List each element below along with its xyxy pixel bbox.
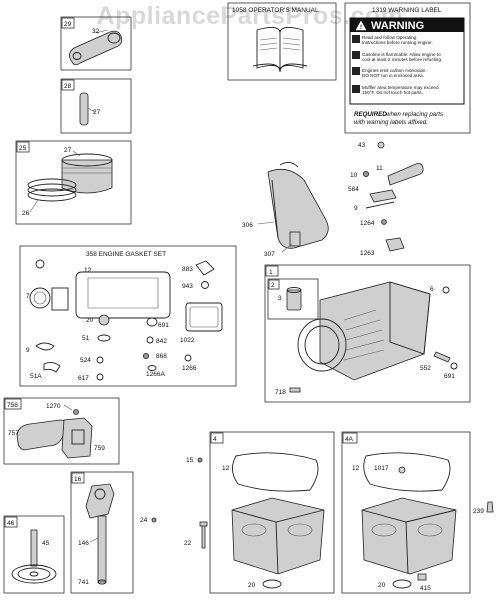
- part-box-1-cylinder-block[interactable]: 1 2 3 6 552 691 718: [264, 264, 471, 403]
- svg-text:883: 883: [182, 266, 193, 273]
- svg-text:43: 43: [358, 142, 366, 149]
- svg-text:4: 4: [213, 436, 217, 443]
- svg-text:1319 WARNING LABEL: 1319 WARNING LABEL: [372, 7, 442, 14]
- svg-text:691: 691: [444, 373, 455, 380]
- part-box-758-breather[interactable]: 758 1270 757 759: [3, 397, 120, 465]
- svg-text:!: !: [360, 25, 362, 31]
- svg-text:6: 6: [430, 286, 434, 293]
- svg-text:2: 2: [271, 282, 275, 289]
- part-15[interactable]: 15: [186, 457, 203, 464]
- svg-text:584: 584: [348, 186, 359, 193]
- svg-text:1264: 1264: [360, 220, 375, 227]
- svg-text:524: 524: [80, 357, 91, 364]
- svg-text:27: 27: [93, 109, 101, 116]
- svg-text:32: 32: [92, 28, 100, 35]
- svg-text:1266A: 1266A: [146, 371, 165, 378]
- svg-text:1022: 1022: [180, 337, 195, 344]
- svg-text:4A: 4A: [345, 436, 354, 443]
- svg-text:757: 757: [8, 430, 19, 437]
- svg-text:552: 552: [420, 365, 431, 372]
- svg-text:26: 26: [22, 210, 30, 217]
- svg-text:1263: 1263: [360, 250, 375, 257]
- operators-manual-box[interactable]: 1058 OPERATOR'S MANUAL: [227, 2, 337, 81]
- svg-text:9: 9: [26, 347, 30, 354]
- part-239[interactable]: 239: [473, 501, 494, 515]
- svg-text:25: 25: [19, 145, 27, 152]
- svg-text:150°F. Do not touch hot parts.: 150°F. Do not touch hot parts.: [362, 90, 423, 95]
- svg-text:Gasoline is flammable. Allow e: Gasoline is flammable. Allow engine to: [362, 52, 441, 57]
- svg-text:7: 7: [26, 293, 30, 300]
- svg-text:15: 15: [186, 457, 194, 464]
- svg-text:DO NOT run in enclosed area.: DO NOT run in enclosed area.: [362, 73, 424, 78]
- svg-text:24: 24: [140, 517, 148, 524]
- svg-text:415: 415: [420, 585, 431, 592]
- svg-text:with warning labels affixed.: with warning labels affixed.: [354, 119, 428, 126]
- svg-text:9: 9: [354, 205, 358, 212]
- svg-text:691: 691: [158, 322, 169, 329]
- svg-text:51A: 51A: [30, 373, 42, 380]
- svg-text:29: 29: [64, 21, 72, 28]
- svg-text:20: 20: [378, 582, 386, 589]
- warning-label-box[interactable]: 1319 WARNING LABEL ! WARNING Read and fo…: [344, 2, 471, 134]
- svg-text:239: 239: [473, 508, 484, 515]
- svg-text:Engines emit carbon monoxide.: Engines emit carbon monoxide.: [362, 68, 426, 73]
- svg-text:REQUIRED: REQUIRED: [354, 111, 387, 118]
- svg-text:943: 943: [182, 283, 193, 290]
- svg-text:20: 20: [86, 317, 94, 324]
- part-box-28[interactable]: 28 27: [60, 78, 132, 134]
- svg-text:1266: 1266: [182, 365, 197, 372]
- svg-text:11: 11: [376, 165, 383, 172]
- governor-linkage-parts[interactable]: 43 10 11 584 9 1264 1263: [348, 141, 424, 257]
- svg-text:10: 10: [350, 172, 358, 179]
- svg-text:1058 OPERATOR'S MANUAL: 1058 OPERATOR'S MANUAL: [232, 7, 319, 14]
- svg-text:51: 51: [82, 335, 90, 342]
- svg-text:27: 27: [64, 147, 72, 154]
- part-box-4a-sump[interactable]: 4A 12 1017 20 415: [341, 431, 471, 594]
- part-box-25[interactable]: 25 27 26: [15, 140, 132, 225]
- svg-text:Muffler area temperature may e: Muffler area temperature may exceed: [362, 85, 439, 90]
- svg-text:1270: 1270: [46, 403, 61, 410]
- part-box-46-camshaft[interactable]: 46 45: [3, 515, 65, 594]
- blower-housing-shroud[interactable]: 306 307: [242, 162, 329, 258]
- svg-text:842: 842: [156, 338, 167, 345]
- svg-text:45: 45: [42, 540, 50, 547]
- svg-text:22: 22: [184, 540, 192, 547]
- svg-text:20: 20: [248, 582, 256, 589]
- svg-text:46: 46: [7, 520, 15, 527]
- svg-text:1017: 1017: [374, 465, 389, 472]
- svg-text:cool at least 2 minutes before: cool at least 2 minutes before refueling…: [362, 57, 442, 62]
- svg-text:when replacing parts: when replacing parts: [386, 111, 443, 118]
- svg-text:358 ENGINE GASKET SET: 358 ENGINE GASKET SET: [86, 251, 166, 258]
- engine-gasket-set-box[interactable]: 358 ENGINE GASKET SET 12 7 883 943 20 69…: [19, 245, 237, 387]
- svg-text:28: 28: [64, 83, 72, 90]
- svg-text:759: 759: [94, 445, 105, 452]
- svg-text:306: 306: [242, 222, 253, 229]
- svg-text:Instructions before running en: Instructions before running engine.: [362, 40, 433, 45]
- svg-text:WARNING: WARNING: [371, 20, 424, 32]
- part-box-16-crankshaft[interactable]: 16 146 741: [70, 471, 134, 594]
- svg-text:12: 12: [222, 465, 230, 472]
- part-24-dowel[interactable]: 24: [140, 517, 157, 524]
- svg-text:718: 718: [275, 389, 286, 396]
- part-box-29[interactable]: 29 32: [60, 16, 132, 71]
- part-box-4-sump[interactable]: 4 12 20: [209, 431, 335, 594]
- svg-text:12: 12: [84, 267, 92, 274]
- svg-text:3: 3: [278, 295, 282, 302]
- svg-text:617: 617: [78, 375, 89, 382]
- svg-text:741: 741: [78, 579, 89, 586]
- svg-text:868: 868: [156, 353, 167, 360]
- svg-text:Read and follow Operating: Read and follow Operating: [362, 35, 417, 40]
- svg-text:307: 307: [264, 251, 275, 258]
- part-22-bolt[interactable]: 22: [184, 521, 208, 549]
- svg-text:758: 758: [7, 402, 18, 409]
- svg-text:12: 12: [352, 465, 360, 472]
- svg-text:1: 1: [269, 269, 273, 276]
- svg-text:146: 146: [78, 540, 89, 547]
- svg-text:16: 16: [74, 476, 82, 483]
